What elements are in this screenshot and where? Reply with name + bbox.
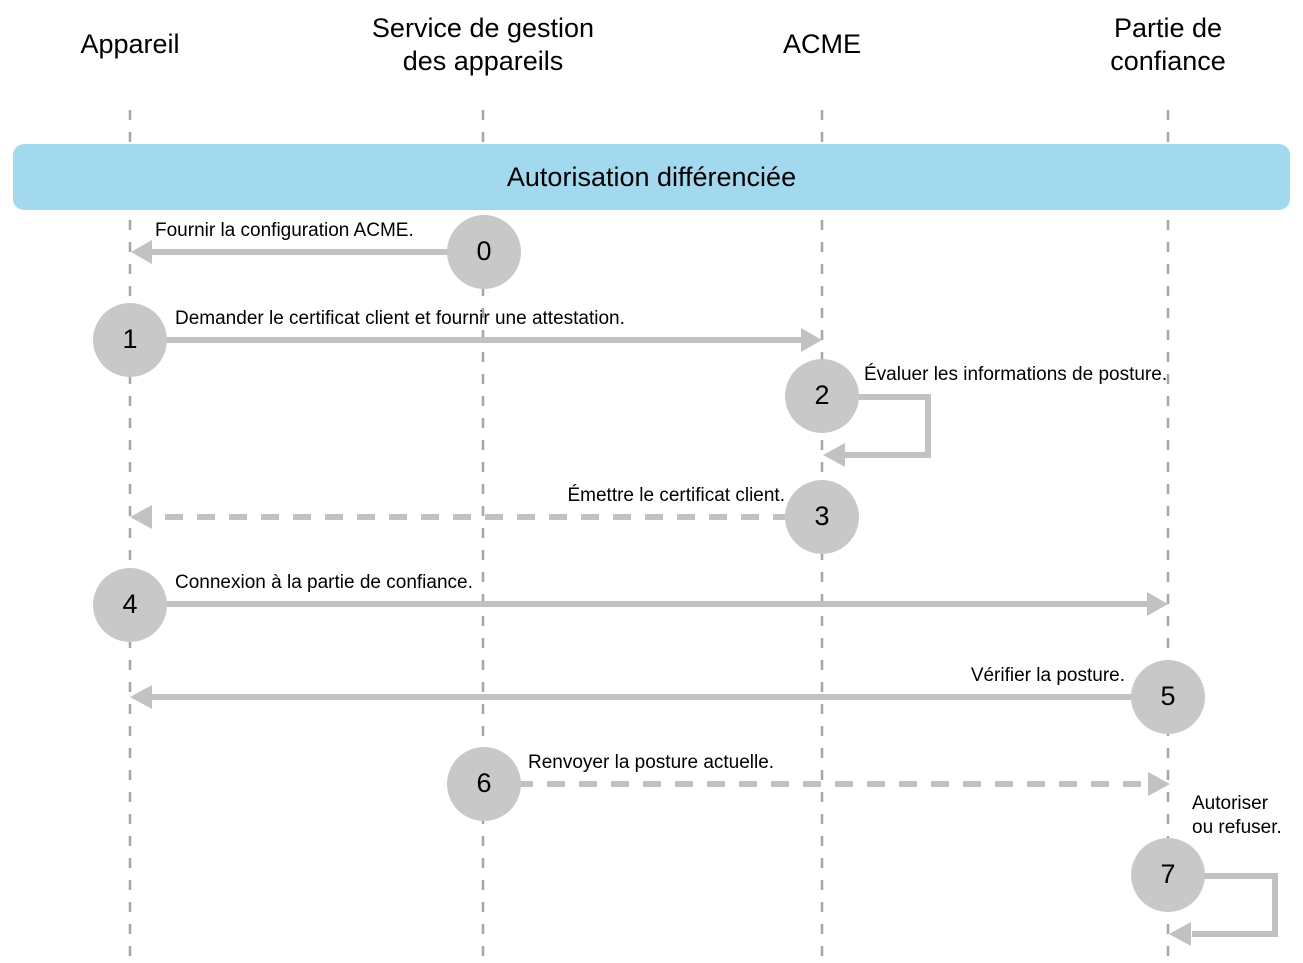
step-number-0: 0 [476, 236, 492, 266]
step-number-3: 3 [814, 501, 830, 531]
step-marker-3 [785, 480, 859, 554]
step-number-6: 6 [476, 768, 492, 798]
actor-header-mdm: Service de gestion des appareils [371, 13, 595, 76]
step-marker-7 [1131, 838, 1205, 912]
step-label-2: Évaluer les informations de posture. [864, 364, 1168, 385]
arrow-step-1 [160, 328, 822, 352]
step-number-2: 2 [814, 380, 830, 410]
step-marker-2 [785, 359, 859, 433]
arrow-step-5 [130, 685, 1139, 709]
step-label-1: Demander le certificat client et fournir… [175, 308, 625, 329]
arrow-step-0 [131, 240, 455, 264]
arrow-step-4 [160, 592, 1168, 616]
arrow-step-6 [515, 772, 1170, 796]
actor-header-acme: ACME [782, 29, 861, 59]
arrow-step-7 [1169, 873, 1278, 946]
step-number-5: 5 [1160, 681, 1176, 711]
step-marker-6 [447, 747, 521, 821]
phase-banner-title: Autorisation différenciée [506, 162, 797, 192]
step-number-4: 4 [122, 589, 138, 619]
arrow-step-2 [823, 394, 931, 467]
phase-banner [13, 144, 1290, 210]
step-label-0: Fournir la configuration ACME. [155, 220, 414, 241]
step-label-4: Connexion à la partie de confiance. [175, 572, 473, 593]
step-marker-5 [1131, 660, 1205, 734]
actor-header-relying: Partie de confiance [1110, 13, 1226, 76]
step-marker-0 [447, 215, 521, 289]
step-label-7: Autoriser ou refuser. [1192, 793, 1282, 838]
step-label-3: Émettre le certificat client. [567, 485, 785, 506]
arrow-step-3 [130, 505, 791, 529]
step-marker-4 [93, 568, 167, 642]
step-number-7: 7 [1160, 859, 1176, 889]
step-label-5: Vérifier la posture. [970, 665, 1125, 686]
step-label-6: Renvoyer la posture actuelle. [528, 752, 775, 773]
step-number-1: 1 [122, 324, 138, 354]
step-markers [93, 215, 1205, 912]
actor-header-device: Appareil [80, 29, 180, 59]
step-marker-1 [93, 303, 167, 377]
